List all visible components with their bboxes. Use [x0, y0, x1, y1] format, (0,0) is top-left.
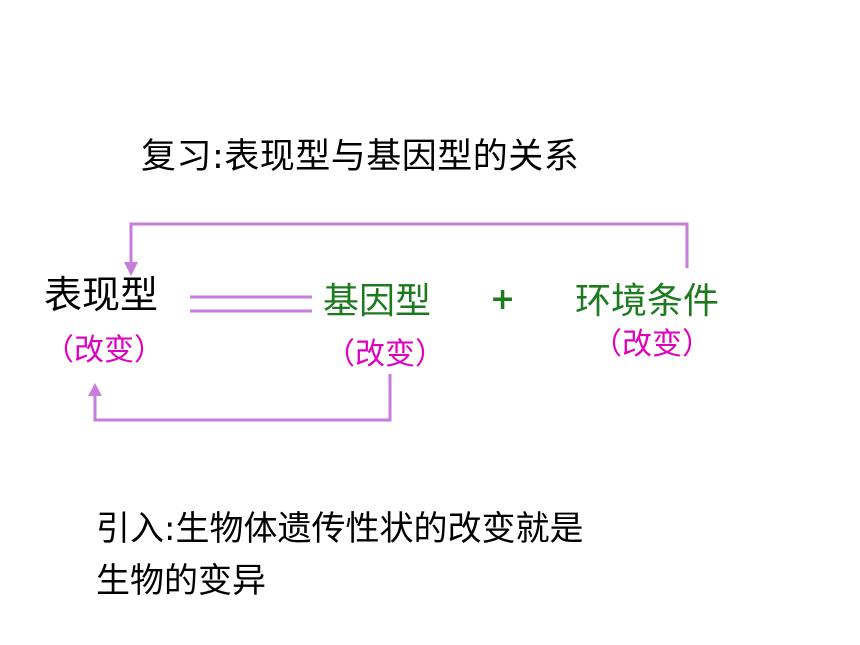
bottom-arrow-head: [88, 383, 102, 396]
plus-sign: +: [490, 282, 516, 317]
slide-title: 复习:表现型与基因型的关系: [141, 137, 580, 177]
genotype-change-label: （改变）: [325, 337, 445, 372]
genotype-label: 基因型: [323, 281, 432, 322]
intro-line-1: 引入:生物体遗传性状的改变就是: [96, 509, 584, 549]
bottom-connector-line: [93, 374, 392, 422]
phenotype-change-label: （改变）: [44, 333, 164, 368]
environment-label: 环境条件: [575, 281, 720, 322]
top-connector-line: [129, 222, 689, 268]
intro-line-2: 生物的变异: [96, 561, 266, 601]
phenotype-label: 表现型: [44, 273, 159, 317]
environment-change-label: （改变）: [592, 327, 712, 362]
top-arrow-head: [124, 262, 138, 276]
intro-paragraph: 引入:生物体遗传性状的改变就是 生物的变异: [96, 503, 736, 607]
